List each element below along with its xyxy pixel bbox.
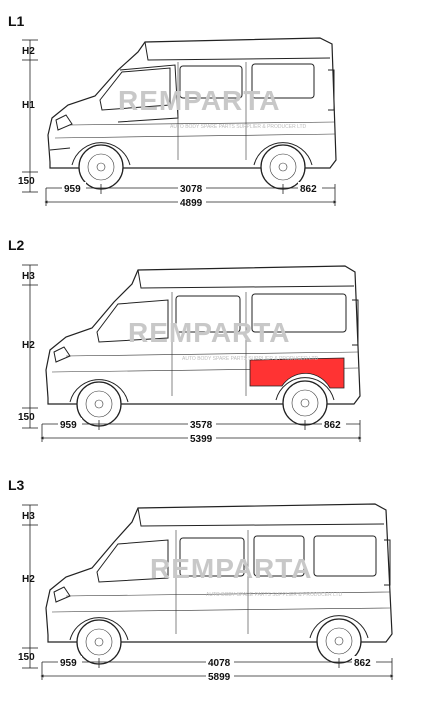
wheelbase: 3578 bbox=[190, 420, 213, 431]
height-label-top: H3 bbox=[22, 511, 35, 522]
height-label-ground: 150 bbox=[18, 652, 35, 663]
svg-text:REMPARTA: REMPARTA bbox=[150, 553, 313, 584]
height-scale: H3 H2 150 bbox=[18, 264, 38, 429]
variant-label: L2 bbox=[8, 237, 25, 253]
rear-overhang: 862 bbox=[300, 184, 317, 195]
height-label-mid: H2 bbox=[22, 574, 35, 585]
height-label-mid: H2 bbox=[22, 340, 35, 351]
total-length: 4899 bbox=[180, 198, 203, 209]
van-l1: L1 H2 H1 150 bbox=[8, 13, 337, 209]
svg-text:AUTO BODY SPARE PARTS SUPPLIER: AUTO BODY SPARE PARTS SUPPLIER & PRODUCE… bbox=[170, 124, 307, 130]
van-outline bbox=[47, 37, 337, 190]
height-label-top: H3 bbox=[22, 271, 35, 282]
length-dimensions: 959 4078 862 5899 bbox=[40, 656, 394, 683]
rear-overhang: 862 bbox=[354, 658, 371, 669]
watermark: REMPARTA AUTO BODY SPARE PARTS SUPPLIER … bbox=[118, 85, 307, 130]
wheelbase: 3078 bbox=[180, 184, 203, 195]
height-label-ground: 150 bbox=[18, 412, 35, 423]
total-length: 5899 bbox=[208, 672, 231, 683]
total-length: 5399 bbox=[190, 434, 213, 445]
watermark: REMPARTA AUTO BODY SPARE PARTS SUPPLIER … bbox=[150, 553, 343, 598]
van-l2: L2 H3 H2 150 bbox=[8, 237, 362, 445]
wheelbase: 4078 bbox=[208, 658, 231, 669]
variant-label: L1 bbox=[8, 13, 25, 29]
length-dimensions: 959 3078 862 4899 bbox=[44, 182, 337, 209]
length-dimensions: 959 3578 862 5399 bbox=[40, 418, 362, 445]
svg-text:REMPARTA: REMPARTA bbox=[118, 85, 281, 116]
watermark: REMPARTA AUTO BODY SPARE PARTS SUPPLIER … bbox=[128, 317, 319, 362]
front-overhang: 959 bbox=[60, 658, 77, 669]
height-label-ground: 150 bbox=[18, 176, 35, 187]
height-label-mid: H1 bbox=[22, 100, 35, 111]
height-scale: H2 H1 150 bbox=[18, 39, 38, 193]
van-outline bbox=[45, 503, 393, 665]
rear-overhang: 862 bbox=[324, 420, 341, 431]
van-outline bbox=[45, 265, 361, 427]
highlighted-rear-panel bbox=[249, 357, 345, 389]
height-scale: H3 H2 150 bbox=[18, 504, 38, 669]
svg-text:REMPARTA: REMPARTA bbox=[128, 317, 291, 348]
variant-label: L3 bbox=[8, 477, 25, 493]
svg-text:AUTO BODY SPARE PARTS SUPPLIER: AUTO BODY SPARE PARTS SUPPLIER & PRODUCE… bbox=[182, 356, 319, 362]
height-label-top: H2 bbox=[22, 46, 35, 57]
svg-text:AUTO BODY SPARE PARTS SUPPLIER: AUTO BODY SPARE PARTS SUPPLIER & PRODUCE… bbox=[206, 592, 343, 598]
front-overhang: 959 bbox=[64, 184, 81, 195]
front-overhang: 959 bbox=[60, 420, 77, 431]
van-l3: L3 H3 H2 150 bbox=[8, 477, 394, 683]
